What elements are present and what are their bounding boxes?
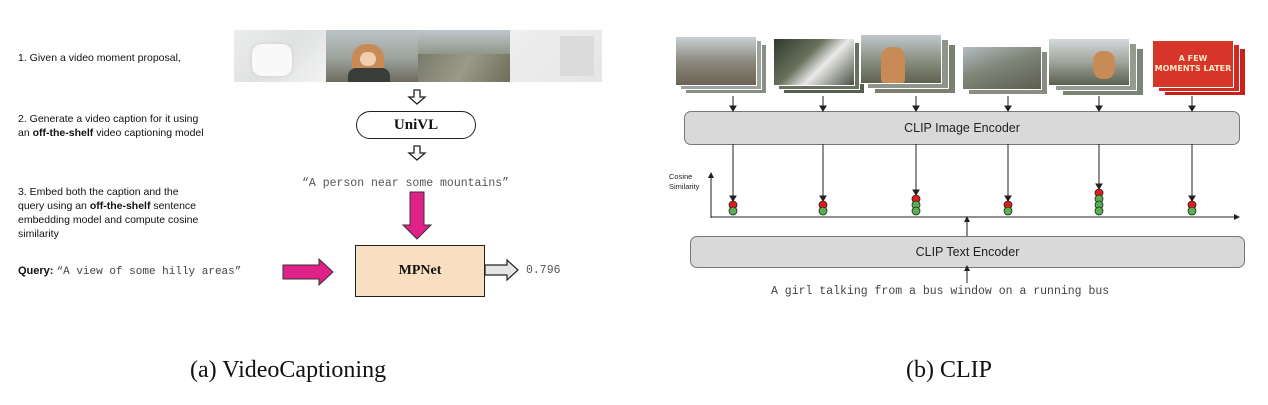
y-axis-arrowhead xyxy=(708,172,714,178)
step-2-bold: off-the-shelf xyxy=(32,127,94,139)
video-frame-2 xyxy=(326,30,418,82)
frame-stack-1 xyxy=(675,36,767,94)
frame-stack-4 xyxy=(962,46,1048,95)
hollow-down-arrow-2 xyxy=(407,145,427,161)
mpnet-box: MPNet xyxy=(355,245,485,297)
video-frame-4 xyxy=(510,30,602,82)
clip-image-encoder: CLIP Image Encoder xyxy=(684,111,1240,145)
magenta-down-arrow xyxy=(401,191,433,240)
step-2-post: video captioning model xyxy=(93,127,204,139)
step-3-text: 3. Embed both the caption and the query … xyxy=(18,185,198,241)
mpnet-label: MPNet xyxy=(398,263,442,278)
frame-to-encoder-arrowhead-6 xyxy=(1188,105,1196,112)
video-frame-3 xyxy=(418,30,510,82)
step-2-line-1: 2. Generate a video caption for it using xyxy=(18,113,199,125)
frame-stack-5 xyxy=(1048,38,1144,96)
step-3-line-4: similarity xyxy=(18,228,59,240)
similarity-dot-1-2 xyxy=(728,206,738,216)
generated-caption-text: “A person near some mountains” xyxy=(302,177,510,190)
y-axis-label: Cosine Similarity xyxy=(669,172,699,192)
encoder-to-dot-arrowhead-6 xyxy=(1188,195,1196,202)
step-3-bold: off-the-shelf xyxy=(89,200,151,212)
frame-thumb-2 xyxy=(773,38,855,86)
frame-stack-3 xyxy=(860,34,956,94)
encoder-to-dot-arrowhead-2 xyxy=(819,195,827,202)
similarity-dot-2-2 xyxy=(818,206,828,216)
univl-box: UniVL xyxy=(356,111,476,139)
similarity-score-value: 0.796 xyxy=(526,264,561,277)
caption-b: (b) CLIP xyxy=(906,357,992,384)
caption-b-text: (b) CLIP xyxy=(906,357,992,383)
hollow-down-arrow-1 xyxy=(407,89,427,105)
generated-caption: “A person near some mountains” xyxy=(302,177,509,190)
step-1-text: 1. Given a video moment proposal, xyxy=(18,51,181,65)
clip-text-encoder-label: CLIP Text Encoder xyxy=(915,245,1020,259)
step-2-pre: an xyxy=(18,127,33,139)
clip-image-encoder-label: CLIP Image Encoder xyxy=(904,121,1020,135)
frame-thumb-3 xyxy=(860,34,942,84)
clip-text-encoder: CLIP Text Encoder xyxy=(690,236,1245,268)
clip-query-text: A girl talking from a bus window on a ru… xyxy=(771,285,1109,298)
query-label: Query: xyxy=(18,265,54,277)
x-axis-arrowhead xyxy=(1234,214,1240,220)
encoder-to-dot-arrowhead-1 xyxy=(729,195,737,202)
similarity-dot-6-2 xyxy=(1187,206,1197,216)
similarity-score: 0.796 xyxy=(526,264,561,277)
y-axis-label-line-1: Cosine xyxy=(669,172,693,181)
step-3-pre: query using an xyxy=(18,200,90,212)
frame-thumb-5 xyxy=(1048,38,1130,86)
caption-a: (a) VideoCaptioning xyxy=(190,357,386,384)
text-encoder-arrowhead xyxy=(964,216,970,222)
frame-stack-2 xyxy=(773,38,865,94)
frame-to-encoder-arrowhead-4 xyxy=(1004,105,1012,112)
frame-stack-6: A FEW MOMENTS LATER xyxy=(1152,40,1246,96)
frame-thumb-6: A FEW MOMENTS LATER xyxy=(1152,40,1234,88)
step-3-line-3: embedding model and compute cosine xyxy=(18,214,199,226)
step-1-label: 1. Given a video moment proposal, xyxy=(18,52,181,64)
encoder-to-dot-arrowhead-4 xyxy=(1004,195,1012,202)
similarity-dot-4-2 xyxy=(1003,206,1013,216)
step-2-text: 2. Generate a video caption for it using… xyxy=(18,112,204,140)
video-frame-strip xyxy=(234,30,602,82)
step-3-line-2: query using an off-the-shelf sentence xyxy=(18,199,198,213)
frame-to-encoder-arrowhead-1 xyxy=(729,105,737,112)
magenta-right-arrow xyxy=(282,257,334,287)
encoder-to-dot-arrowhead-5 xyxy=(1095,183,1103,190)
query-text: “A view of some hilly areas” xyxy=(56,266,242,278)
encoder-to-dot-arrowhead-3 xyxy=(912,189,920,196)
step-3-line-1: 3. Embed both the caption and the xyxy=(18,186,179,198)
y-axis-label-line-2: Similarity xyxy=(669,182,700,191)
step-3-post: sentence xyxy=(150,200,197,212)
step-2-line-2: an off-the-shelf video captioning model xyxy=(18,126,204,140)
video-frame-1 xyxy=(234,30,326,82)
frame-thumb-1 xyxy=(675,36,757,86)
frame-to-encoder-arrowhead-5 xyxy=(1095,105,1103,112)
frame-to-encoder-arrowhead-2 xyxy=(819,105,827,112)
frame-to-encoder-arrowhead-3 xyxy=(912,105,920,112)
query-line: Query: “A view of some hilly areas” xyxy=(18,265,241,278)
similarity-dot-3-3 xyxy=(911,206,921,216)
clip-query-text-value: A girl talking from a bus window on a ru… xyxy=(771,285,1110,298)
query-arrowhead xyxy=(964,265,970,271)
frame-overlay-line-1: A FEW xyxy=(1178,54,1208,63)
frame-thumb-4 xyxy=(962,46,1042,90)
frame-overlay-line-2: MOMENTS LATER xyxy=(1154,64,1232,73)
univl-label: UniVL xyxy=(393,116,439,133)
gray-right-arrow xyxy=(484,258,519,282)
caption-a-text: (a) VideoCaptioning xyxy=(190,357,387,383)
similarity-dot-5-4 xyxy=(1094,206,1104,216)
